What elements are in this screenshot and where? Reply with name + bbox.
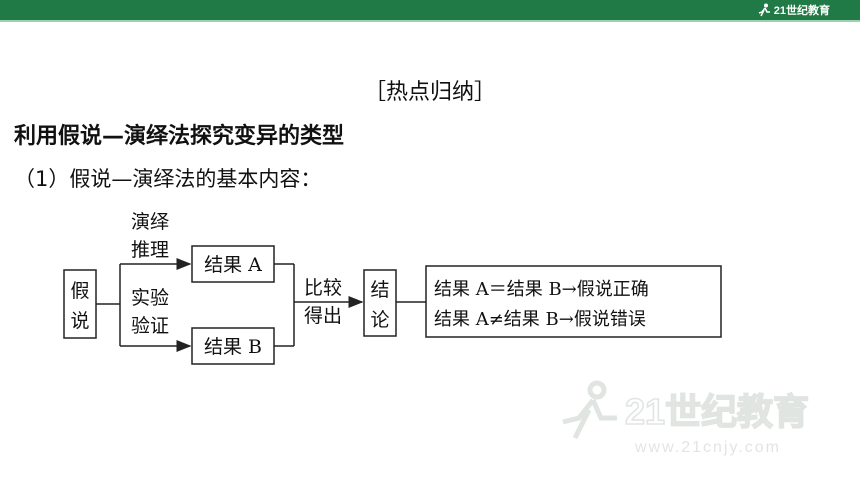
watermark-url: www.21cnjy.com [634, 439, 781, 456]
compare-label-2: 得出 [304, 305, 342, 327]
header-divider [0, 20, 860, 22]
conclusion-char-1: 结 [370, 279, 389, 301]
outcome-wrong: 结果 A≠结果 B→假说错误 [434, 309, 646, 330]
outcome-box [425, 265, 722, 338]
watermark-runner-icon [562, 380, 617, 440]
brand-text: 21世纪教育 [773, 5, 830, 17]
lower-label-2: 验证 [131, 315, 169, 337]
upper-label-1: 演绎 [131, 211, 169, 233]
runner-icon [758, 3, 770, 17]
conclusion-char-2: 论 [370, 309, 389, 331]
lower-label-1: 实验 [131, 287, 169, 309]
brand-logo: 21世纪教育 [757, 2, 830, 18]
hypothesis-char-2: 说 [70, 310, 89, 332]
conclusion-box [363, 269, 397, 337]
result-b-label: 结果 B [204, 336, 262, 358]
page-title: 利用假说—演绎法探究变异的类型 [14, 124, 345, 149]
hypothesis-char-1: 假 [70, 280, 89, 302]
watermark-text: 21世纪教育 [625, 391, 809, 432]
compare-label-1: 比较 [304, 277, 342, 299]
outcome-correct: 结果 A＝结果 B→假说正确 [434, 279, 649, 300]
result-a-label: 结果 A [204, 254, 262, 276]
upper-label-2: 推理 [131, 239, 169, 261]
section-heading: ［热点归纳］ [363, 80, 496, 105]
watermark-logo: 21世纪教育 www.21cnjy.com [562, 380, 810, 456]
header-bar: 21世纪教育 [0, 0, 860, 20]
page-subtitle: （1）假说—演绎法的基本内容： [14, 167, 322, 191]
